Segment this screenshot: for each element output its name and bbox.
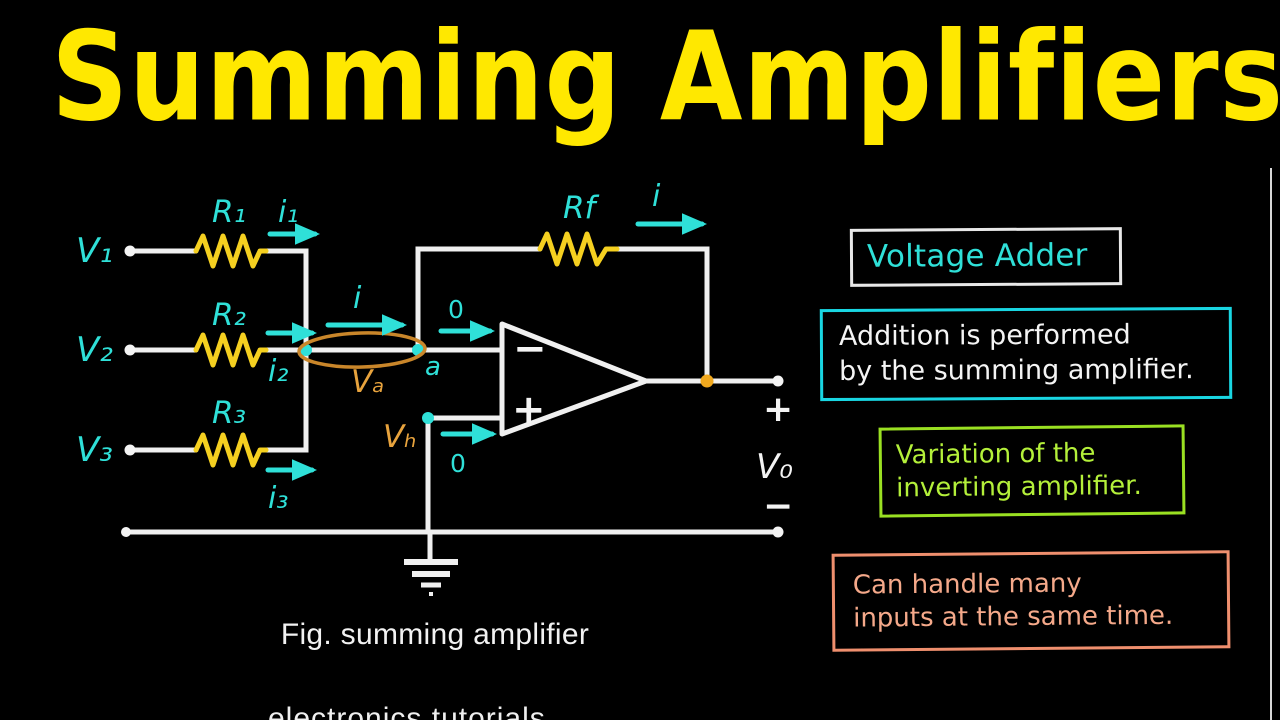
resistor-r1	[193, 233, 269, 269]
terminal-dots	[121, 245, 784, 538]
terminal-v1	[124, 245, 136, 257]
terminal-v2	[124, 344, 136, 356]
figure-caption: Fig. summing amplifier	[280, 618, 590, 651]
output-minus-sign: −	[763, 486, 793, 527]
output-labels: + V₀ −	[756, 389, 793, 527]
current-arrows	[265, 213, 707, 481]
cyan-labels: V₁ V₂ V₃ R₁ R₂ R₃ i₁ i₂ i₃ i i Rf 0 0 a	[76, 179, 661, 516]
wire-feedback-left	[415, 246, 543, 353]
resistor-rf	[537, 231, 620, 267]
output-label: V₀	[756, 447, 793, 487]
terminal-v3	[124, 444, 136, 456]
info-box-addition-text: Addition is performed by the summing amp…	[838, 319, 1194, 387]
wire-feedback-right	[614, 246, 710, 384]
page-title: Summing Amplifiers	[51, 5, 1280, 150]
ground-symbol	[404, 532, 458, 596]
info-box-variation-text: Variation of the inverting amplifier.	[895, 438, 1142, 504]
info-box-many-inputs-text: Can handle many inputs at the same time.	[852, 568, 1174, 634]
terminal-output-plus	[772, 375, 784, 387]
opamp-inverting-sign: −	[513, 326, 547, 372]
label-v1: V₁	[76, 231, 113, 271]
resistor-r3	[193, 432, 269, 468]
wire-v3-right	[263, 347, 309, 453]
node-dot-b	[422, 412, 434, 424]
terminal-ground-left	[121, 527, 131, 537]
label-zero-noninverting: 0	[450, 449, 466, 478]
info-box-voltage-adder-text: Voltage Adder	[866, 237, 1088, 275]
wire-v1-right	[263, 248, 309, 353]
right-edge-rule	[1270, 168, 1272, 720]
label-voltage-b: Vₕ	[383, 419, 417, 455]
terminal-output-minus	[772, 526, 784, 538]
output-plus-sign: +	[763, 389, 793, 430]
label-r1: R₁	[212, 194, 246, 230]
info-box-many-inputs: Can handle many inputs at the same time.	[831, 550, 1231, 652]
info-box-voltage-adder: Voltage Adder	[849, 227, 1123, 287]
orange-labels: Vₐ Vₕ	[351, 364, 417, 455]
label-zero-inverting: 0	[448, 295, 464, 324]
wires	[123, 246, 781, 535]
label-i-feedback: i	[652, 179, 661, 214]
label-voltage-a: Vₐ	[351, 364, 384, 400]
resistors	[193, 231, 620, 468]
label-node-a: a	[425, 352, 441, 382]
info-box-variation: Variation of the inverting amplifier.	[878, 424, 1186, 518]
node-dot-output	[700, 374, 714, 388]
resistor-r2	[193, 332, 269, 368]
opamp-signs: − +	[512, 326, 547, 433]
label-rf: Rf	[563, 190, 600, 226]
bottom-cutoff-text: electronics tutorials	[268, 702, 546, 720]
label-i-node: i	[353, 281, 362, 316]
label-i3: i₃	[268, 481, 288, 516]
label-v2: V₂	[76, 330, 113, 370]
label-r2: R₂	[212, 297, 246, 333]
opamp-triangle	[499, 321, 649, 437]
label-r3: R₃	[212, 395, 246, 431]
info-box-addition: Addition is performed by the summing amp…	[819, 306, 1233, 402]
highlight-ellipse-node-a	[297, 331, 427, 369]
label-v3: V₃	[76, 430, 113, 470]
label-i2: i₂	[268, 354, 288, 389]
opamp-noninverting-sign: +	[512, 387, 546, 433]
label-i1: i₁	[278, 195, 298, 230]
